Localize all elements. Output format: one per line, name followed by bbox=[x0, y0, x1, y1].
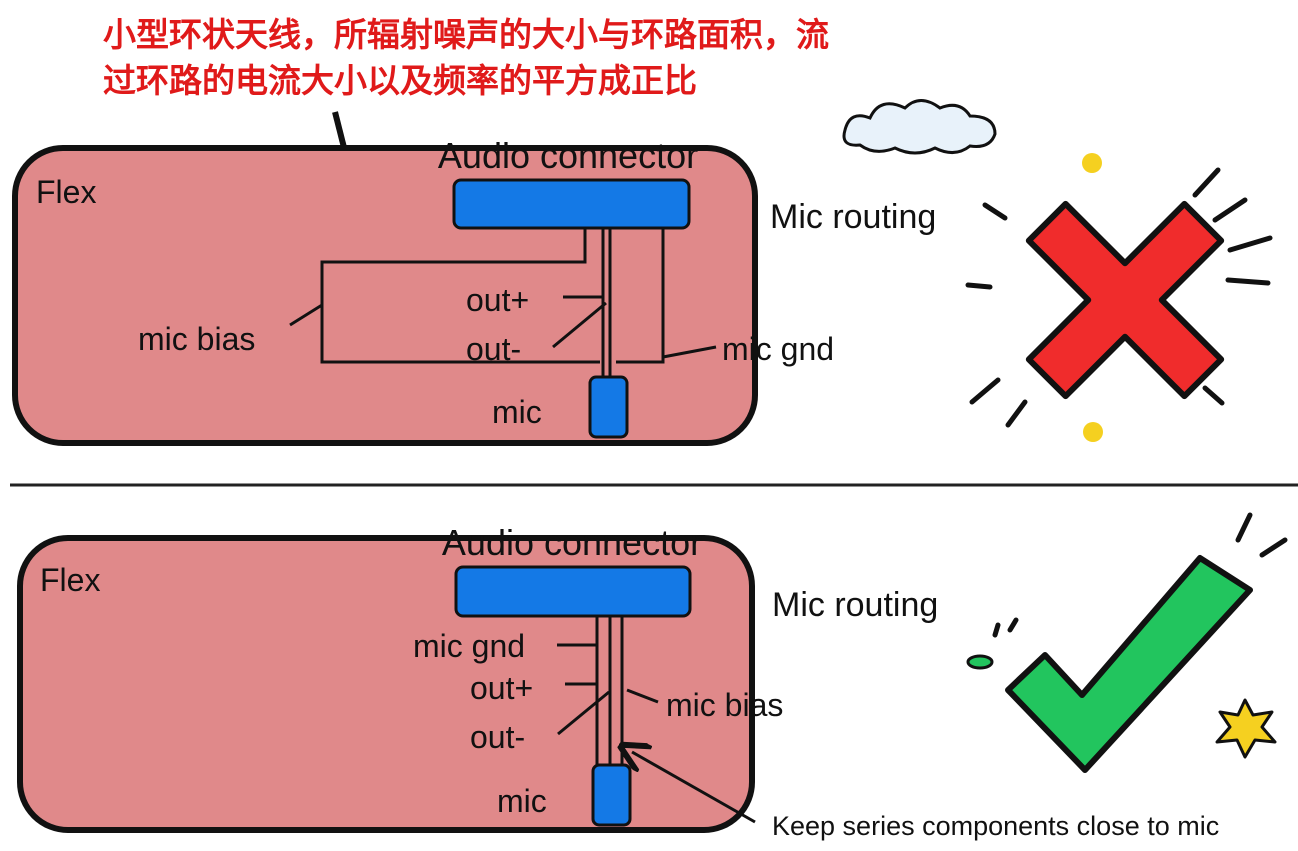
bottom-connector-label: Audio connector bbox=[442, 522, 702, 563]
top-trace-loop bbox=[289, 228, 717, 377]
top-flex-label: Flex bbox=[36, 174, 96, 210]
annotation-line-1: 小型环状天线，所辐射噪声的大小与环路面积，流 bbox=[103, 15, 829, 54]
yellow-dot bbox=[1082, 153, 1102, 173]
top-mic-component bbox=[588, 375, 629, 439]
top-mic-label: mic bbox=[492, 394, 542, 430]
top-audio-connector bbox=[452, 178, 691, 230]
annotation-line-2: 过环路的电流大小以及频率的平方成正比 bbox=[103, 61, 697, 100]
bottom-mic-component bbox=[591, 763, 632, 827]
cloud-icon bbox=[842, 99, 997, 155]
star-icon bbox=[1215, 698, 1277, 759]
bottom-mic-gnd-label: mic gnd bbox=[413, 628, 525, 664]
top-out-plus-label: out+ bbox=[466, 282, 529, 318]
top-mic-gnd-label: mic gnd bbox=[722, 331, 834, 367]
yellow-dot bbox=[1083, 422, 1103, 442]
keep-components-note: Keep series components close to mic bbox=[772, 811, 1219, 841]
bottom-traces bbox=[557, 616, 756, 824]
top-connector-label: Audio connector bbox=[438, 135, 698, 176]
burst-lines bbox=[965, 167, 1273, 428]
bottom-mic-label: mic bbox=[497, 783, 547, 819]
red-x-icon bbox=[1025, 200, 1225, 400]
green-dot bbox=[966, 654, 994, 670]
bottom-out-minus-label: out- bbox=[470, 719, 525, 755]
bottom-flex-label: Flex bbox=[40, 562, 100, 598]
bottom-mic-bias-label: mic bias bbox=[666, 687, 783, 723]
bottom-routing-label: Mic routing bbox=[772, 586, 938, 624]
top-mic-bias-label: mic bias bbox=[138, 321, 255, 357]
green-check-icon bbox=[1005, 555, 1253, 773]
top-routing-label: Mic routing bbox=[770, 198, 936, 236]
bottom-audio-connector bbox=[454, 565, 692, 618]
top-out-minus-label: out- bbox=[466, 331, 521, 367]
bottom-out-plus-label: out+ bbox=[470, 670, 533, 706]
burst-lines bbox=[992, 512, 1288, 638]
